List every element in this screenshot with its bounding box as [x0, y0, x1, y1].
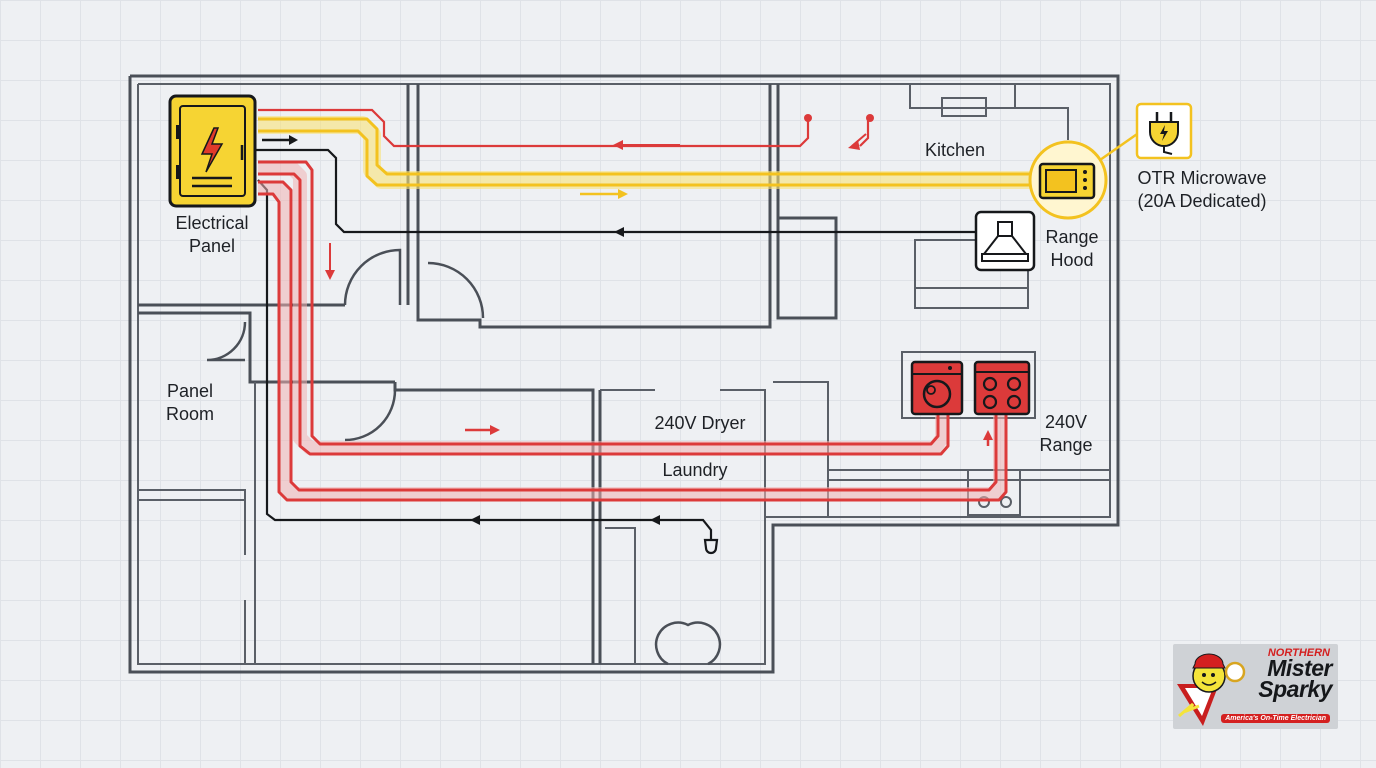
dryer-label: 240V Dryer	[654, 413, 746, 433]
mister-sparky-logo: NORTHERN Mister Sparky America's On-Time…	[1173, 644, 1338, 729]
logo-tagline: America's On-Time Electrician	[1221, 714, 1330, 723]
panel-room-label: Panel Room	[165, 381, 214, 424]
cooktop-icon	[973, 360, 1031, 416]
range-hood-icon	[974, 210, 1036, 272]
plug-icon	[1135, 102, 1193, 160]
logo-brand: Mister Sparky	[1258, 655, 1332, 702]
outlet-icon	[703, 538, 719, 555]
range-hood-label: Range Hood	[1045, 227, 1099, 270]
logo-mascot-icon	[1177, 653, 1246, 726]
callout-line	[1099, 130, 1141, 162]
otr-microwave-label: OTR Microwave (20A Dedicated)	[1137, 168, 1267, 211]
outlet-point-dot	[804, 114, 812, 122]
circuit-240v-dryer	[258, 160, 950, 456]
microwave-icon	[1028, 140, 1108, 220]
dryer-icon	[910, 360, 964, 416]
circuit-red-kitchen	[258, 108, 870, 148]
outlet-point-dot	[866, 114, 874, 122]
circuit-240v-range	[258, 180, 1008, 502]
electrical-panel-label: Electrical Panel	[175, 213, 249, 256]
kitchen-label: Kitchen	[924, 140, 986, 160]
range-label: 240V Range	[1039, 412, 1093, 455]
electrical-panel-icon	[168, 94, 257, 208]
circuit-20a-microwave	[258, 116, 1040, 189]
logo-region: NORTHERN	[1267, 647, 1330, 659]
circuit-120v-lines	[255, 148, 975, 540]
floor-plan-walls	[128, 74, 1120, 674]
flow-arrows	[262, 133, 993, 525]
door-swings	[206, 248, 722, 666]
laundry-label: Laundry	[662, 460, 728, 480]
